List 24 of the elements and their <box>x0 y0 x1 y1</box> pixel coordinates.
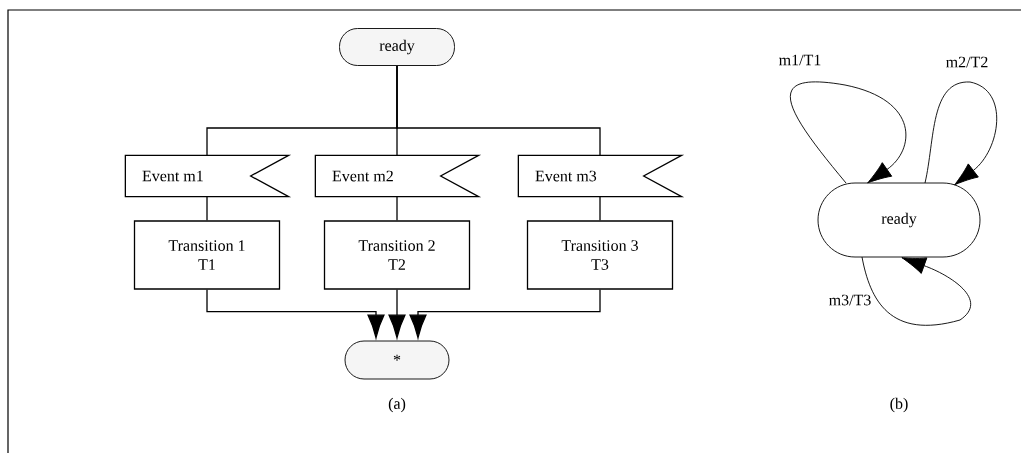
process-box: Transition 2 T2 <box>323 220 471 290</box>
panel-label: (b) <box>890 397 908 413</box>
process-box: Transition 3 T3 <box>526 220 674 290</box>
connector-line <box>396 65 601 156</box>
edge-label: m2/T2 <box>944 55 990 69</box>
loop-arrow <box>790 81 907 184</box>
arrow <box>409 289 601 339</box>
edge-label: m1/T1 <box>777 53 823 67</box>
connector-line <box>396 196 398 221</box>
arrow <box>388 289 406 339</box>
connector-line <box>599 196 601 221</box>
loop-arrow <box>861 256 972 326</box>
arrow <box>206 289 385 339</box>
event-flag: Event m3 <box>517 154 685 198</box>
terminal-box: * <box>344 340 450 380</box>
panel-label: (a) <box>388 397 406 413</box>
event-flag: Event m1 <box>124 154 292 198</box>
edge-label: m3/T3 <box>827 293 873 307</box>
process-box: Transition 1 T1 <box>133 220 281 290</box>
terminal-box: ready <box>339 28 455 66</box>
loop-arrow <box>924 81 998 186</box>
state-box: ready <box>817 182 981 258</box>
event-flag: Event m2 <box>314 154 482 198</box>
connector-line <box>206 196 208 221</box>
